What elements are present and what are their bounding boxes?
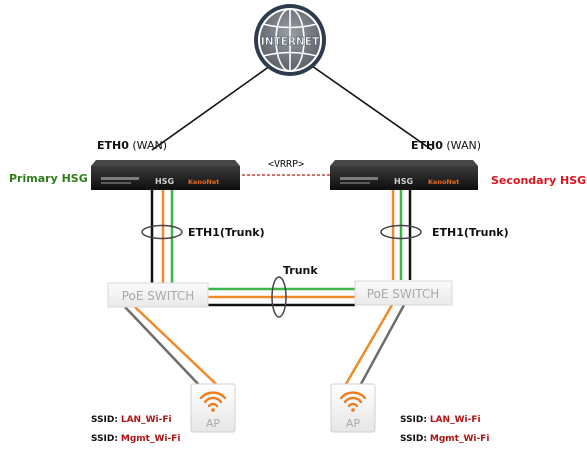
left-ssid-line-1: SSID: LAN_Wi-Fi xyxy=(91,415,172,425)
right-trunk-port: ETH1 xyxy=(432,226,464,239)
left-access-point: AP xyxy=(190,383,236,433)
left-trunk-label: ETH1(Trunk) xyxy=(188,226,265,239)
primary-hsg-label: Primary HSG xyxy=(9,172,88,185)
secondary-wan-suffix: (WAN) xyxy=(446,139,482,152)
right-trunk-suffix: (Trunk) xyxy=(463,226,509,239)
right-ssid-key-1: SSID: xyxy=(400,415,427,425)
internet-link-right xyxy=(311,65,433,151)
secondary-hsg-label: Secondary HSG xyxy=(491,174,587,187)
right-access-point: AP xyxy=(330,383,376,433)
left-switch-label: PoE SWITCH xyxy=(122,289,195,303)
primary-wan-label: ETH0 (WAN) xyxy=(97,139,167,152)
right-ap-label: AP xyxy=(346,417,361,430)
trunk-bundle-ring-right xyxy=(380,224,422,240)
internet-label: INTERNET xyxy=(261,36,320,48)
right-trunk-label: ETH1(Trunk) xyxy=(432,226,509,239)
left-ap-label: AP xyxy=(206,417,221,430)
secondary-hsg-device-text: HSG xyxy=(394,177,413,186)
left-ap-link-gray xyxy=(124,306,201,387)
left-ssid-key-2: SSID: xyxy=(91,434,118,444)
primary-hsg-brand-logo: KenoNet xyxy=(188,178,219,186)
right-ssid-line-2: SSID: Mgmt_Wi-Fi xyxy=(400,434,489,444)
primary-hsg-device: HSG KenoNet xyxy=(91,160,240,190)
right-ap-link-orange xyxy=(344,304,394,385)
secondary-hsg-device: HSG KenoNet xyxy=(330,160,478,190)
left-ssid-key-1: SSID: xyxy=(91,415,118,425)
internet-globe-icon: INTERNET xyxy=(254,4,326,76)
right-ssid-value-2: Mgmt_Wi-Fi xyxy=(429,434,490,444)
internet-link-left xyxy=(151,65,271,151)
right-switch-label: PoE SWITCH xyxy=(367,287,440,301)
wifi-icon xyxy=(199,391,227,408)
secondary-wan-label: ETH0 (WAN) xyxy=(411,139,481,152)
right-ssid-line-1: SSID: LAN_Wi-Fi xyxy=(400,415,481,425)
right-poe-switch: PoE SWITCH xyxy=(354,280,453,306)
trunk-bundle-ring-left xyxy=(141,224,183,240)
wifi-icon xyxy=(339,391,367,408)
left-trunk-suffix: (Trunk) xyxy=(219,226,265,239)
primary-wan-suffix: (WAN) xyxy=(132,139,168,152)
left-ssid-value-2: Mgmt_Wi-Fi xyxy=(120,434,181,444)
secondary-wan-port: ETH0 xyxy=(411,139,443,152)
left-ssid-value-1: LAN_Wi-Fi xyxy=(120,415,172,425)
left-ssid-line-2: SSID: Mgmt_Wi-Fi xyxy=(91,434,180,444)
right-ap-link-gray xyxy=(359,304,406,385)
switch-trunk-label: Trunk xyxy=(283,264,318,277)
secondary-hsg-brand-logo: KenoNet xyxy=(428,178,459,186)
primary-wan-port: ETH0 xyxy=(97,139,129,152)
right-ssid-value-1: LAN_Wi-Fi xyxy=(429,415,481,425)
left-ap-link-orange xyxy=(134,306,217,385)
vrrp-label: <VRRP> xyxy=(268,159,305,170)
left-poe-switch: PoE SWITCH xyxy=(107,282,209,308)
primary-hsg-device-text: HSG xyxy=(155,177,174,186)
left-trunk-port: ETH1 xyxy=(188,226,220,239)
trunk-bundle-ring-middle xyxy=(271,276,287,318)
right-ssid-key-2: SSID: xyxy=(400,434,427,444)
